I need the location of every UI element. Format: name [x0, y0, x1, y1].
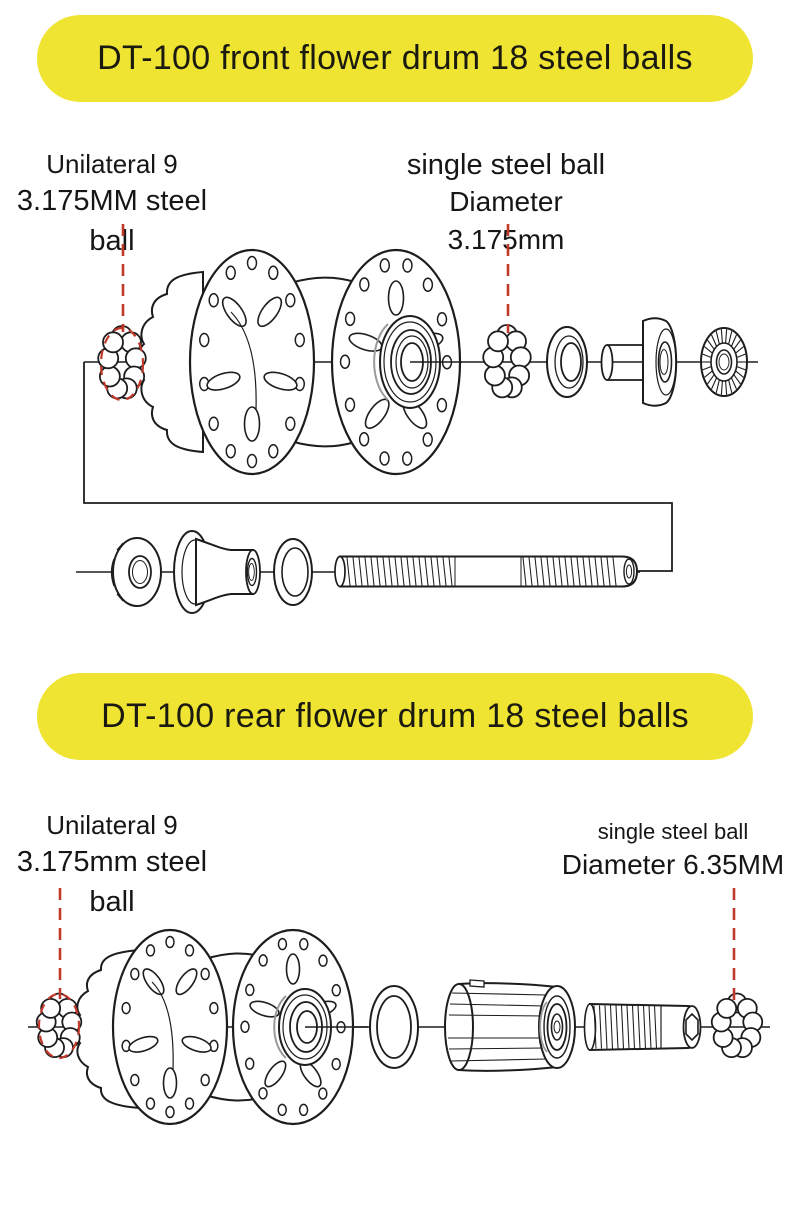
steel-ball-ring-rear-right [710, 992, 764, 1059]
steel-ball-ring-rear-left [35, 992, 83, 1059]
annotation-line: Diameter 6.35MM [561, 849, 785, 880]
dust-cap [546, 326, 588, 398]
rear-right-annotation: single steel ball Diameter 6.35MM [560, 818, 786, 884]
annotation-line: 3.175mm steel ball [16, 846, 208, 918]
front-right-annotation: single steel ball Diameter 3.175mm [392, 147, 620, 259]
steel-ball-ring-front-left [97, 325, 147, 400]
axle-sleeve [583, 1002, 702, 1052]
annotation-line: 3.175MM steel ball [16, 185, 208, 257]
rear-hub-exploded-diagram [28, 888, 770, 1126]
serrated-axle-nut [700, 327, 748, 397]
front-hub-banner: DT-100 front flower drum 18 steel balls [37, 15, 753, 102]
hub-flange-right [330, 248, 462, 476]
annotation-line: single steel ball [597, 819, 749, 844]
annotation-line: Unilateral 9 [46, 810, 178, 840]
locknut [110, 537, 162, 607]
front-hub-banner-text: DT-100 front flower drum 18 steel balls [97, 39, 693, 77]
spacer-ring [369, 985, 419, 1069]
hub-flange-left-rear [111, 928, 229, 1126]
annotation-line: single steel ball [406, 149, 606, 181]
cone-spacer [173, 530, 261, 614]
rear-left-annotation: Unilateral 9 3.175mm steel ball [0, 808, 224, 922]
highlight-ellipse-rear [37, 992, 81, 1060]
steel-ball-ring-sample-front [482, 324, 532, 399]
front-hub-exploded-diagram [76, 224, 758, 614]
hub-barrel [289, 276, 356, 448]
freehub-body [444, 979, 576, 1072]
bearing-boss-rear [273, 988, 368, 1066]
parts-connector-line [83, 362, 673, 572]
cone-bolt [600, 317, 678, 407]
hub-flange-right-rear [231, 928, 368, 1126]
threaded-axle [334, 555, 639, 588]
rear-hub-banner-text: DT-100 rear flower drum 18 steel balls [101, 697, 689, 735]
annotation-line: Diameter 3.175mm [447, 186, 565, 255]
washer [273, 538, 313, 606]
annotation-line: Unilateral 9 [46, 149, 178, 179]
hub-flange-left [188, 248, 316, 476]
rear-hub-banner: DT-100 rear flower drum 18 steel balls [37, 673, 753, 760]
bearing-boss [373, 315, 462, 409]
front-left-annotation: Unilateral 9 3.175MM steel ball [0, 147, 224, 261]
